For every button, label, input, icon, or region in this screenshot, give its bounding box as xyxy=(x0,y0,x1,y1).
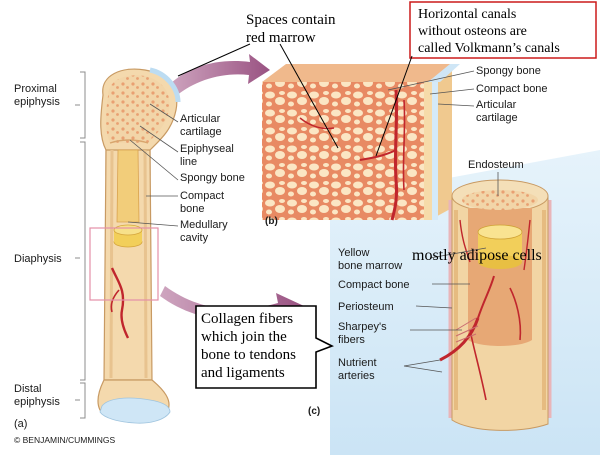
medullary-cavity-label: Medullary cavity xyxy=(180,219,231,244)
nutrient-arteries-label: Nutrient arteries xyxy=(338,357,380,382)
articular-cartilage-label-b: Articular cartilage xyxy=(476,99,519,124)
spaces-leader-2 xyxy=(177,43,251,77)
panel-c-leaders xyxy=(403,172,499,373)
shaft-cutaway xyxy=(439,179,552,431)
copyright-notice: © BENJAMIN/CUMMINGS xyxy=(14,435,116,445)
proximal-epiphysis-label: Proximal epiphysis xyxy=(14,83,60,108)
compact-bone-label-c: Compact bone xyxy=(338,279,410,291)
arrow-to-panel-b-icon xyxy=(168,54,270,96)
adipose-annotation: mostly adipose cells xyxy=(412,247,542,264)
spongy-bone-label-a: Spongy bone xyxy=(180,172,245,184)
spongy-bone-label-b: Spongy bone xyxy=(476,65,541,77)
spaces-leader xyxy=(279,43,339,149)
svg-text:Horizontal canals withou: Horizontal canals without osteons are ca… xyxy=(418,7,560,56)
collagen-callout: Collagen fibers which join the bone to t… xyxy=(195,305,334,389)
periosteum-label: Periosteum xyxy=(338,301,394,313)
panel-b-leaders xyxy=(387,70,475,107)
panel-a-tag: (a) xyxy=(14,418,27,430)
distal-epiphysis-label: Distal epiphysis xyxy=(14,383,60,408)
sharpeys-fibers-label: Sharpey's fibers xyxy=(338,321,390,346)
spaces-annotation: Spaces contain red marrow xyxy=(246,12,339,46)
volkmann-callout: Horizontal canals without osteons are ca… xyxy=(409,1,597,59)
yellow-marrow-label: Yellow bone marrow xyxy=(338,247,402,272)
endosteum-label: Endosteum xyxy=(468,159,524,171)
long-bone-leaders xyxy=(127,103,179,227)
epiphyseal-line-label: Epiphyseal line xyxy=(180,143,237,168)
spongy-bone-block xyxy=(262,64,460,221)
panel-c-tag: (c) xyxy=(308,406,320,417)
region-brackets xyxy=(75,71,86,419)
compact-bone-label-a: Compact bone xyxy=(180,190,227,215)
panel-b-tag: (b) xyxy=(265,216,278,227)
articular-cartilage-label-a: Articular cartilage xyxy=(180,113,223,138)
long-bone-illustration xyxy=(89,67,181,424)
diaphysis-label: Diaphysis xyxy=(14,253,62,265)
svg-text:Collagen fibers which jo: Collagen fibers which join the bone to t… xyxy=(201,311,300,381)
compact-bone-label-b: Compact bone xyxy=(476,83,548,95)
volkmann-leader xyxy=(375,55,413,157)
